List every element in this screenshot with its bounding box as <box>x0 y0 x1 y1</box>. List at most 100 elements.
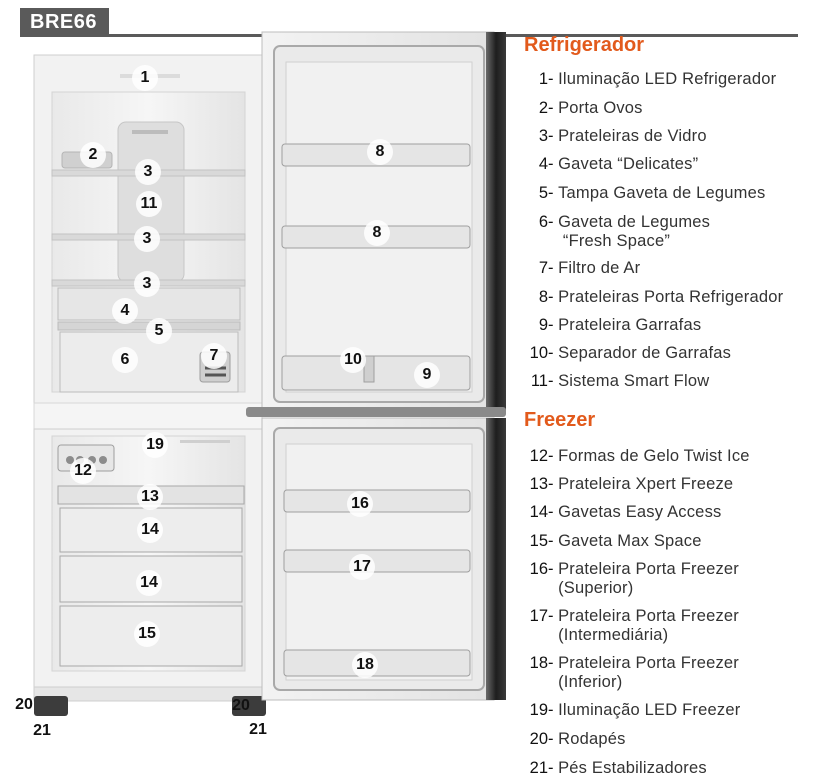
freezer-heading: Freezer <box>524 409 596 431</box>
legend-label: Separador de Garrafas <box>558 344 732 362</box>
legend-number: 21 <box>529 759 548 777</box>
legend-item: 13- Prateleira Xpert Freeze <box>520 475 820 494</box>
legend-label: Porta Ovos <box>558 99 643 117</box>
legend-label-line2: (Inferior) <box>558 673 623 691</box>
legend-item: 8- Prateleiras Porta Refrigerador <box>520 288 820 307</box>
legend-item: 15- Gaveta Max Space <box>520 532 820 551</box>
legend-number: 19 <box>529 701 548 719</box>
legend-label: Pés Estabilizadores <box>558 759 707 777</box>
legend-number: 17 <box>529 607 548 625</box>
legend-item: 11- Sistema Smart Flow <box>520 372 820 391</box>
legend-label: Iluminação LED Refrigerador <box>558 70 777 88</box>
callout-15: 15 <box>134 621 160 647</box>
legend-number: 18 <box>529 654 548 672</box>
legend-item: 1- Iluminação LED Refrigerador <box>520 70 820 89</box>
legend-item: 4- Gaveta “Delicates” <box>520 155 820 174</box>
legend-item: 18- Prateleira Porta Freezer(Inferior) <box>520 654 820 692</box>
legend-item: 2- Porta Ovos <box>520 99 820 118</box>
legend-number: 8 <box>538 288 548 306</box>
callout-9: 9 <box>414 362 440 388</box>
legend-label: Prateleira Garrafas <box>558 316 702 334</box>
legend-item: 6- Gaveta de Legumes “Fresh Space” <box>520 213 820 251</box>
legend-item: 19- Iluminação LED Freezer <box>520 701 820 720</box>
legend-label: Prateleira Porta Freezer <box>558 560 739 578</box>
legend-number: 7 <box>538 259 548 277</box>
legend-number: 9 <box>538 316 548 334</box>
legend-item: 14- Gavetas Easy Access <box>520 503 820 522</box>
legend-item: 5- Tampa Gaveta de Legumes <box>520 184 820 203</box>
legend-label: Gaveta “Delicates” <box>558 155 699 173</box>
callout-6: 6 <box>112 347 138 373</box>
legend-item: 7- Filtro de Ar <box>520 259 820 278</box>
callout-19: 19 <box>142 432 168 458</box>
legend-number: 6 <box>538 213 548 231</box>
callout-3: 3 <box>134 226 160 252</box>
legend-label-line2: (Intermediária) <box>558 626 669 644</box>
callout-13: 13 <box>137 484 163 510</box>
freezer-cabinet <box>33 428 263 688</box>
callout-2: 2 <box>80 142 106 168</box>
legend-item: 12- Formas de Gelo Twist Ice <box>520 447 820 466</box>
callout-5: 5 <box>146 318 172 344</box>
legend-label: Filtro de Ar <box>558 259 641 277</box>
callout-3: 3 <box>134 271 160 297</box>
callout-12: 12 <box>70 458 96 484</box>
callout-20: 20 <box>15 696 33 713</box>
legend-number: 10 <box>529 344 548 362</box>
legend-item: 16- Prateleira Porta Freezer(Superior) <box>520 560 820 598</box>
legend-label-line2: “Fresh Space” <box>562 232 671 250</box>
legend-number: 2 <box>538 99 548 117</box>
legend-label: Iluminação LED Freezer <box>558 701 741 719</box>
legend-number: 1 <box>538 70 548 88</box>
legend-label: Prateleira Porta Freezer <box>558 654 739 672</box>
legend-number: 12 <box>529 447 548 465</box>
refrigerator-heading: Refrigerador <box>524 34 645 56</box>
fridge-illustration <box>33 31 506 716</box>
legend-item: 10- Separador de Garrafas <box>520 344 820 363</box>
legend-number: 13 <box>529 475 548 493</box>
callout-7: 7 <box>201 343 227 369</box>
legend-number: 11 <box>530 372 548 390</box>
callout-11: 11 <box>136 191 162 217</box>
legend-label-line2: (Superior) <box>558 579 634 597</box>
callout-14: 14 <box>136 570 162 596</box>
legend-label: Tampa Gaveta de Legumes <box>558 184 766 202</box>
legend-number: 20 <box>529 730 548 748</box>
legend-item: 3- Prateleiras de Vidro <box>520 127 820 146</box>
callout-3: 3 <box>135 159 161 185</box>
legend-item: 20- Rodapés <box>520 730 820 749</box>
legend-label: Formas de Gelo Twist Ice <box>558 447 750 465</box>
legend-label: Prateleira Porta Freezer <box>558 607 739 625</box>
legend-number: 5 <box>538 184 548 202</box>
callout-20: 20 <box>232 697 250 714</box>
legend-label: Prateleiras de Vidro <box>558 127 707 145</box>
callout-14: 14 <box>137 517 163 543</box>
callout-17: 17 <box>349 554 375 580</box>
model-tag: BRE66 <box>20 8 109 35</box>
legend-label: Rodapés <box>558 730 626 748</box>
legend-number: 14 <box>529 503 548 521</box>
callout-16: 16 <box>347 491 373 517</box>
legend-number: 15 <box>529 532 548 550</box>
callout-8: 8 <box>364 220 390 246</box>
legend-label: Prateleira Xpert Freeze <box>558 475 734 493</box>
legend-item: 21- Pés Estabilizadores <box>520 759 820 778</box>
callout-21: 21 <box>33 722 51 739</box>
freezer-door <box>261 417 506 701</box>
legend-label: Sistema Smart Flow <box>558 372 710 390</box>
legend-number: 16 <box>529 560 548 578</box>
legend-label: Gaveta Max Space <box>558 532 702 550</box>
legend-number: 4 <box>538 155 548 173</box>
callout-21: 21 <box>249 721 267 738</box>
legend-item: 9- Prateleira Garrafas <box>520 316 820 335</box>
legend-label: Gavetas Easy Access <box>558 503 722 521</box>
callout-10: 10 <box>340 347 366 373</box>
callout-8: 8 <box>367 139 393 165</box>
callout-18: 18 <box>352 652 378 678</box>
callout-4: 4 <box>112 298 138 324</box>
legend-label: Gaveta de Legumes <box>558 213 711 231</box>
legend-item: 17- Prateleira Porta Freezer(Intermediár… <box>520 607 820 645</box>
legend-number: 3 <box>538 127 548 145</box>
legend-label: Prateleiras Porta Refrigerador <box>558 288 784 306</box>
callout-1: 1 <box>132 65 158 91</box>
